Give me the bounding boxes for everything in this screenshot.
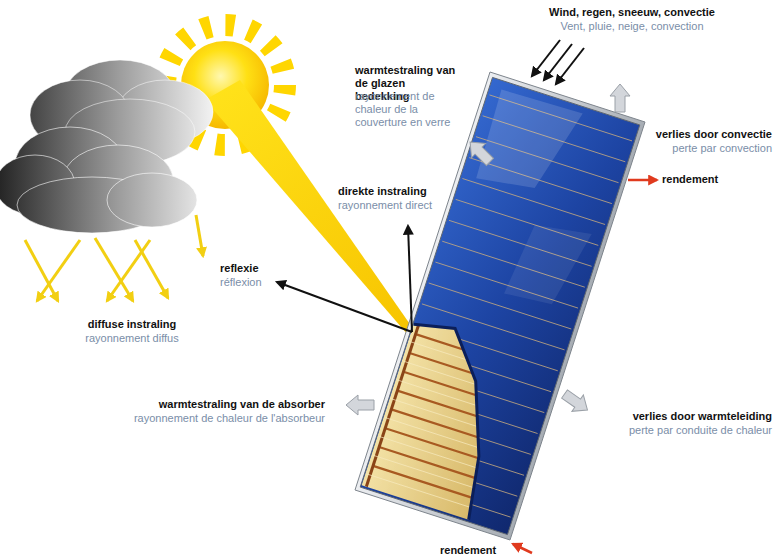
french-label: perte par convection <box>672 142 772 155</box>
dutch-label: reflexie <box>220 262 259 275</box>
french-label: réflexion <box>220 276 262 289</box>
french-label: Vent, pluie, neige, convection <box>507 20 757 33</box>
dutch-label: verlies door warmteleiding <box>633 410 772 423</box>
reflection-arrow <box>277 282 412 332</box>
dutch-label: direkte instraling <box>338 185 427 198</box>
diffuse-rays <box>25 215 203 301</box>
direct-pointer <box>408 226 412 332</box>
french-label: perte par conduite de chaleur <box>629 424 772 437</box>
french-label: rayonnement direct <box>338 199 432 212</box>
wind-arrows <box>532 40 584 84</box>
clouds <box>0 127 197 233</box>
dutch-label: rendement <box>440 544 496 557</box>
french-label: rayonnement de chaleur de l'absorbeur <box>134 412 325 425</box>
dutch-label: warmtestraling van de absorber <box>159 398 325 411</box>
solar-collector <box>355 72 645 540</box>
french-label: rayonnement de chaleur de la couverture … <box>355 90 460 129</box>
dutch-label: verlies door convectie <box>656 128 772 141</box>
french-label: rayonnement diffus <box>52 332 212 345</box>
output-arrow <box>628 179 657 182</box>
dutch-label: Wind, regen, sneeuw, convectie <box>507 6 757 19</box>
dutch-label: diffuse instraling <box>52 318 212 331</box>
output-arrow <box>513 544 532 553</box>
dutch-label: rendement <box>662 173 718 186</box>
loss-arrows <box>346 84 630 418</box>
